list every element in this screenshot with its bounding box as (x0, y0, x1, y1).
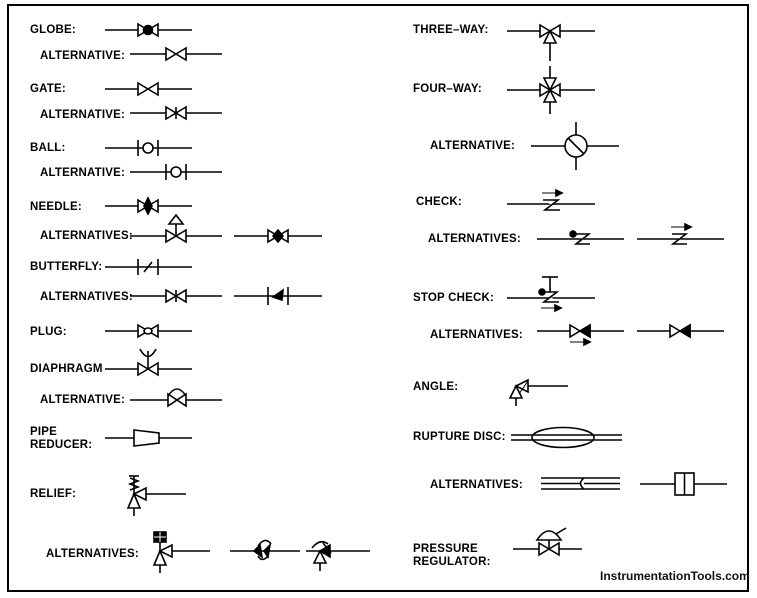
relief-valve-alternative-1-symbol (152, 531, 210, 573)
label-stop-check: STOP CHECK: (413, 292, 495, 304)
gate-valve-alternative-symbol (130, 105, 222, 121)
label-needle: NEEDLE: (30, 201, 82, 213)
stop-check-valve-alternative-2-symbol (637, 323, 724, 339)
gate-valve-symbol (105, 81, 192, 97)
rupture-disc-symbol (511, 426, 622, 449)
label-check-alternatives: ALTERNATIVES: (428, 233, 521, 245)
rupture-disc-alternative-2-symbol (640, 472, 727, 496)
label-needle-alternatives: ALTERNATIVES: (40, 230, 133, 242)
label-rupture-disc: RUPTURE DISC: (413, 431, 506, 443)
rupture-disc-alternative-1-symbol (541, 477, 620, 490)
angle-valve-symbol (508, 378, 568, 406)
label-gate: GATE: (30, 83, 66, 95)
diagram-frame (7, 4, 749, 592)
check-valve-alternative-2-symbol (637, 222, 724, 245)
globe-valve-alternative-symbol (130, 46, 222, 62)
label-check: CHECK: (416, 196, 462, 208)
butterfly-valve-alternative-1-symbol (130, 288, 222, 304)
label-gate-alternative: ALTERNATIVE: (40, 109, 126, 121)
label-stop-check-alternatives: ALTERNATIVES: (430, 329, 523, 341)
label-relief-alternatives: ALTERNATIVES: (46, 548, 139, 560)
label-four-way-alternative: ALTERNATIVE: (430, 140, 516, 152)
diaphragm-valve-alternative-symbol (130, 388, 222, 408)
pressure-regulator-symbol (513, 527, 582, 557)
label-pressure-regulator-line1: PRESSURE (413, 543, 478, 555)
label-angle: ANGLE: (413, 381, 459, 393)
label-relief: RELIEF: (30, 488, 77, 500)
plug-valve-symbol (105, 323, 192, 339)
label-pipe-reducer-line1: PIPE (30, 426, 58, 438)
label-pressure-regulator-line2: REGULATOR: (413, 556, 491, 568)
label-butterfly: BUTTERFLY: (30, 261, 103, 273)
ball-valve-alternative-symbol (130, 164, 222, 180)
label-three-way: THREE–WAY: (413, 24, 489, 36)
label-diaphragm-alternative: ALTERNATIVE: (40, 394, 126, 406)
stop-check-valve-alternative-1-symbol (537, 323, 624, 347)
needle-valve-symbol (105, 196, 192, 216)
label-rupture-disc-alternatives: ALTERNATIVES: (430, 479, 523, 491)
diaphragm-valve-symbol (105, 348, 192, 377)
ball-valve-symbol (105, 140, 192, 156)
label-plug: PLUG: (30, 326, 67, 338)
needle-valve-alternative-2-symbol (234, 228, 322, 244)
four-way-valve-symbol (507, 66, 595, 114)
pipe-reducer-symbol (105, 429, 192, 447)
butterfly-valve-alternative-2-symbol (234, 287, 322, 305)
butterfly-valve-symbol (105, 259, 192, 275)
label-globe: GLOBE: (30, 24, 76, 36)
relief-valve-alternative-2-symbol (230, 539, 300, 561)
relief-valve-symbol (126, 475, 186, 516)
globe-valve-symbol (105, 22, 192, 38)
credit-text: InstrumentationTools.com (600, 569, 750, 583)
label-globe-alternative: ALTERNATIVE: (40, 50, 126, 62)
four-way-valve-alternative-symbol (531, 122, 619, 170)
stop-check-valve-symbol (507, 276, 595, 313)
three-way-valve-symbol (507, 23, 595, 61)
check-valve-symbol (507, 188, 595, 211)
label-diaphragm: DIAPHRAGM (30, 363, 103, 375)
label-ball: BALL: (30, 142, 66, 154)
relief-valve-alternative-3-symbol (306, 540, 370, 571)
label-ball-alternative: ALTERNATIVE: (40, 167, 126, 179)
label-pipe-reducer-line2: REDUCER: (30, 439, 93, 451)
needle-valve-alternative-1-symbol (130, 213, 222, 244)
label-butterfly-alternatives: ALTERNATIVES: (40, 291, 133, 303)
label-four-way: FOUR–WAY: (413, 83, 482, 95)
check-valve-alternative-1-symbol (537, 230, 624, 245)
